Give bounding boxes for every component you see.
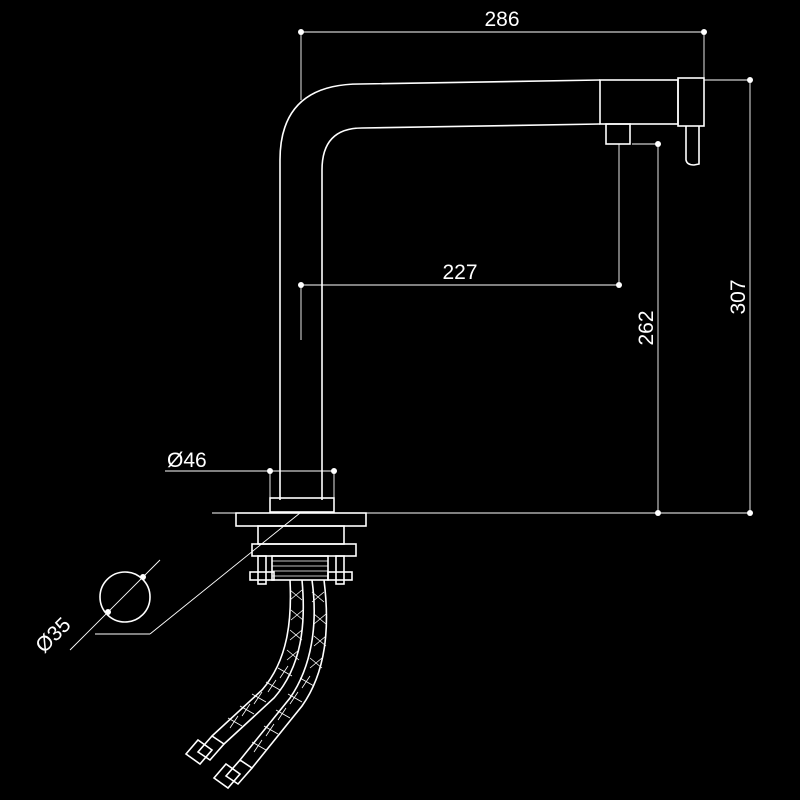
- base-collar: [269, 497, 335, 513]
- dimension-spout-height-label: 262: [635, 310, 658, 345]
- hose-left-connector: [184, 734, 226, 766]
- dimension-spout-reach-label: 227: [442, 261, 477, 284]
- hole-leader-line: [149, 512, 301, 635]
- faucet-inner-contour: [321, 123, 601, 500]
- hose-right-connector: [212, 758, 254, 790]
- dimension-body-diameter: Ø46: [165, 449, 337, 498]
- fixing-stud-left: [249, 555, 275, 585]
- fixing-stud-right: [327, 555, 353, 585]
- dimension-total-width-label: 286: [484, 8, 519, 31]
- dimension-total-width: 286: [298, 8, 707, 100]
- dimension-total-height-label: 307: [727, 279, 750, 314]
- faucet-outer-contour: [279, 79, 601, 500]
- dimension-body-diameter-label: Ø46: [167, 449, 207, 472]
- hose-left: [184, 579, 305, 766]
- dimension-total-height: 307: [704, 77, 753, 516]
- lever-handle: [685, 126, 700, 166]
- spout-cap: [677, 77, 705, 127]
- aerator-outlet: [605, 123, 631, 145]
- threaded-stem: [271, 555, 329, 581]
- hose-right: [212, 579, 328, 790]
- dimension-spout-height: 262: [632, 141, 661, 516]
- countertop: [212, 512, 748, 585]
- hose-right-braid: [251, 591, 327, 753]
- dimension-spout-reach: 227: [298, 144, 622, 340]
- faucet-body: [269, 77, 705, 513]
- hose-left-braid: [227, 589, 304, 729]
- mounting-hole-detail-circle: [99, 571, 151, 623]
